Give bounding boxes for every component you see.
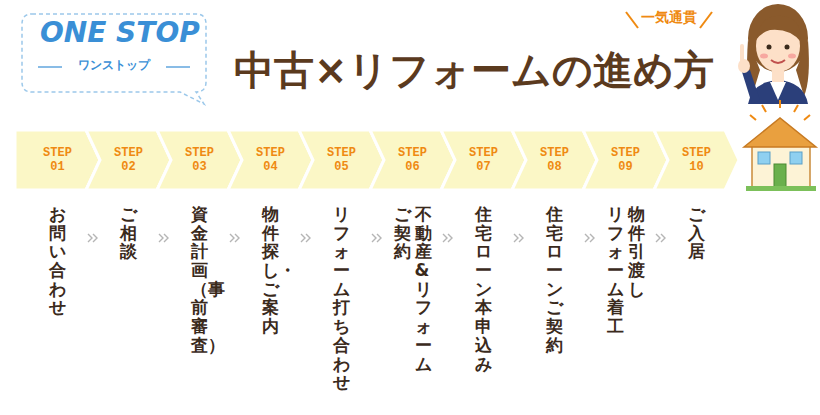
- label-column: お問い合わせ: [49, 205, 66, 317]
- brand-subheading: ワンストップ: [78, 59, 150, 72]
- label-column: 物件探し・ご案内: [262, 205, 279, 336]
- chevron-fill: [15, 130, 100, 190]
- step-chevron: STEP 09物件引渡し リフォーム着工: [583, 130, 654, 190]
- chevron-fill: [441, 130, 526, 190]
- step-number: STEP 02: [110, 146, 148, 174]
- chevron-fill: [583, 130, 668, 190]
- accent-slash: [626, 12, 638, 28]
- step-label: 資金計画（事前審査）: [189, 205, 210, 355]
- chevron-fill: [512, 130, 597, 190]
- step-label: 不動産&リフォーム ご契約: [392, 205, 434, 373]
- step-chevron: STEP 10ご入居: [654, 130, 725, 190]
- chevron-fill: [86, 130, 171, 190]
- step-label: 物件引渡し リフォーム着工: [605, 205, 647, 336]
- step-chevron: STEP 05リフォーム打ち合わせ: [299, 130, 370, 190]
- rule-line: [38, 66, 62, 67]
- step-label: お問い合わせ: [47, 205, 68, 317]
- step-chevron: STEP 08住宅ローンご契約: [512, 130, 583, 190]
- accent-label: 一気通貫: [641, 10, 697, 25]
- brand-heading: ONE STOP: [40, 18, 200, 49]
- label-column: 資金計画（事前審査）: [191, 205, 208, 355]
- step-label: 物件探し・ご案内: [260, 205, 281, 336]
- step-chevron: STEP 03資金計画（事前審査）: [157, 130, 228, 190]
- step-number: STEP 03: [181, 146, 219, 174]
- chevron-fill: [370, 130, 455, 190]
- label-column: 住宅ローン本申込み: [475, 205, 492, 373]
- step-number: STEP 01: [39, 146, 77, 174]
- label-column: ご契約: [394, 205, 411, 373]
- step-number: STEP 05: [323, 146, 361, 174]
- step-chevron: STEP 02ご相談: [86, 130, 157, 190]
- chevron-fill: [654, 130, 739, 190]
- step-chevron: STEP 01お問い合わせ: [15, 130, 86, 190]
- label-column: リフォーム着工: [607, 205, 624, 336]
- step-label: 住宅ローンご契約: [544, 205, 565, 355]
- step-label: ご入居: [686, 205, 707, 261]
- flow-mark: [88, 234, 665, 242]
- step-number: STEP 07: [465, 146, 503, 174]
- woman-illustration: [738, 4, 809, 104]
- label-column: ご相談: [120, 205, 137, 261]
- step-label: 住宅ローン本申込み: [473, 205, 494, 373]
- rule-line: [166, 66, 190, 67]
- page-title: 中古×リフォームの進め方: [234, 48, 714, 92]
- chevron-fill: [228, 130, 313, 190]
- step-number: STEP 06: [394, 146, 432, 174]
- step-number: STEP 04: [252, 146, 290, 174]
- step-label: ご相談: [118, 205, 139, 261]
- step-chevron: STEP 07住宅ローン本申込み: [441, 130, 512, 190]
- accent-slash: [700, 12, 712, 28]
- step-chevron: STEP 06不動産&リフォーム ご契約: [370, 130, 441, 190]
- step-label: リフォーム打ち合わせ: [331, 205, 352, 392]
- speech-bubble: [22, 14, 206, 104]
- label-column: 住宅ローンご契約: [546, 205, 563, 355]
- label-column: リフォーム打ち合わせ: [333, 205, 350, 392]
- label-column: 物件引渡し: [628, 205, 645, 336]
- step-number: STEP 10: [678, 146, 716, 174]
- step-number: STEP 09: [607, 146, 645, 174]
- house-illustration: [744, 100, 816, 191]
- label-column: ご入居: [688, 205, 705, 261]
- step-number: STEP 08: [536, 146, 574, 174]
- chevron-fill: [299, 130, 384, 190]
- step-chevron: STEP 04物件探し・ご案内: [228, 130, 299, 190]
- chevron-fill: [157, 130, 242, 190]
- label-column: 不動産&リフォーム: [415, 205, 432, 373]
